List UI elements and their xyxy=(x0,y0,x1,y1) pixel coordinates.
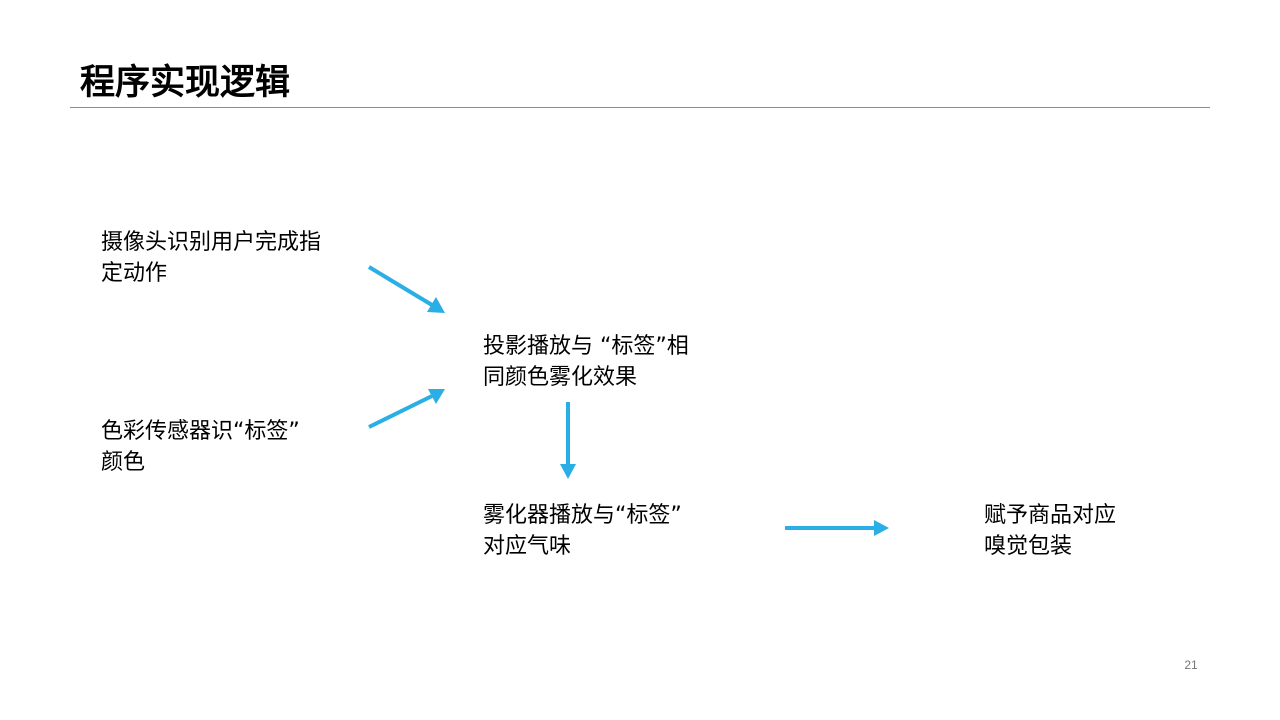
node-projection-line1: 投影播放与 “标签”相 xyxy=(483,334,689,359)
title-divider xyxy=(70,107,1210,108)
node-projection-line2: 同颜色雾化效果 xyxy=(483,365,638,390)
node-camera-recognition: 摄像头识别用户完成指 定动作 xyxy=(101,227,321,289)
page-title: 程序实现逻辑 xyxy=(80,63,291,103)
node-atomizer-line1: 雾化器播放与“标签” xyxy=(483,503,682,528)
node-smell-packaging: 赋予商品对应 嗅觉包装 xyxy=(984,500,1116,562)
arrow-projection-to-atomizer xyxy=(560,402,576,479)
node-result-line2: 嗅觉包装 xyxy=(984,534,1073,559)
node-camera-line2: 定动作 xyxy=(101,261,168,286)
arrow-atomizer-to-result xyxy=(785,520,889,536)
node-sensor-line1: 色彩传感器识“标签” xyxy=(101,419,300,444)
node-camera-line1: 摄像头识别用户完成指 xyxy=(101,230,322,255)
node-sensor-line2: 颜色 xyxy=(101,450,146,475)
node-atomizer-scent: 雾化器播放与“标签” 对应气味 xyxy=(483,500,682,562)
arrow-camera-to-projection xyxy=(367,265,445,313)
node-projection-effect: 投影播放与 “标签”相 同颜色雾化效果 xyxy=(483,331,689,393)
arrow-sensor-to-projection xyxy=(368,389,445,429)
node-result-line1: 赋予商品对应 xyxy=(984,503,1117,528)
page-number: 21 xyxy=(1184,658,1198,672)
node-color-sensor: 色彩传感器识“标签” 颜色 xyxy=(101,416,300,478)
node-atomizer-line2: 对应气味 xyxy=(483,534,572,559)
